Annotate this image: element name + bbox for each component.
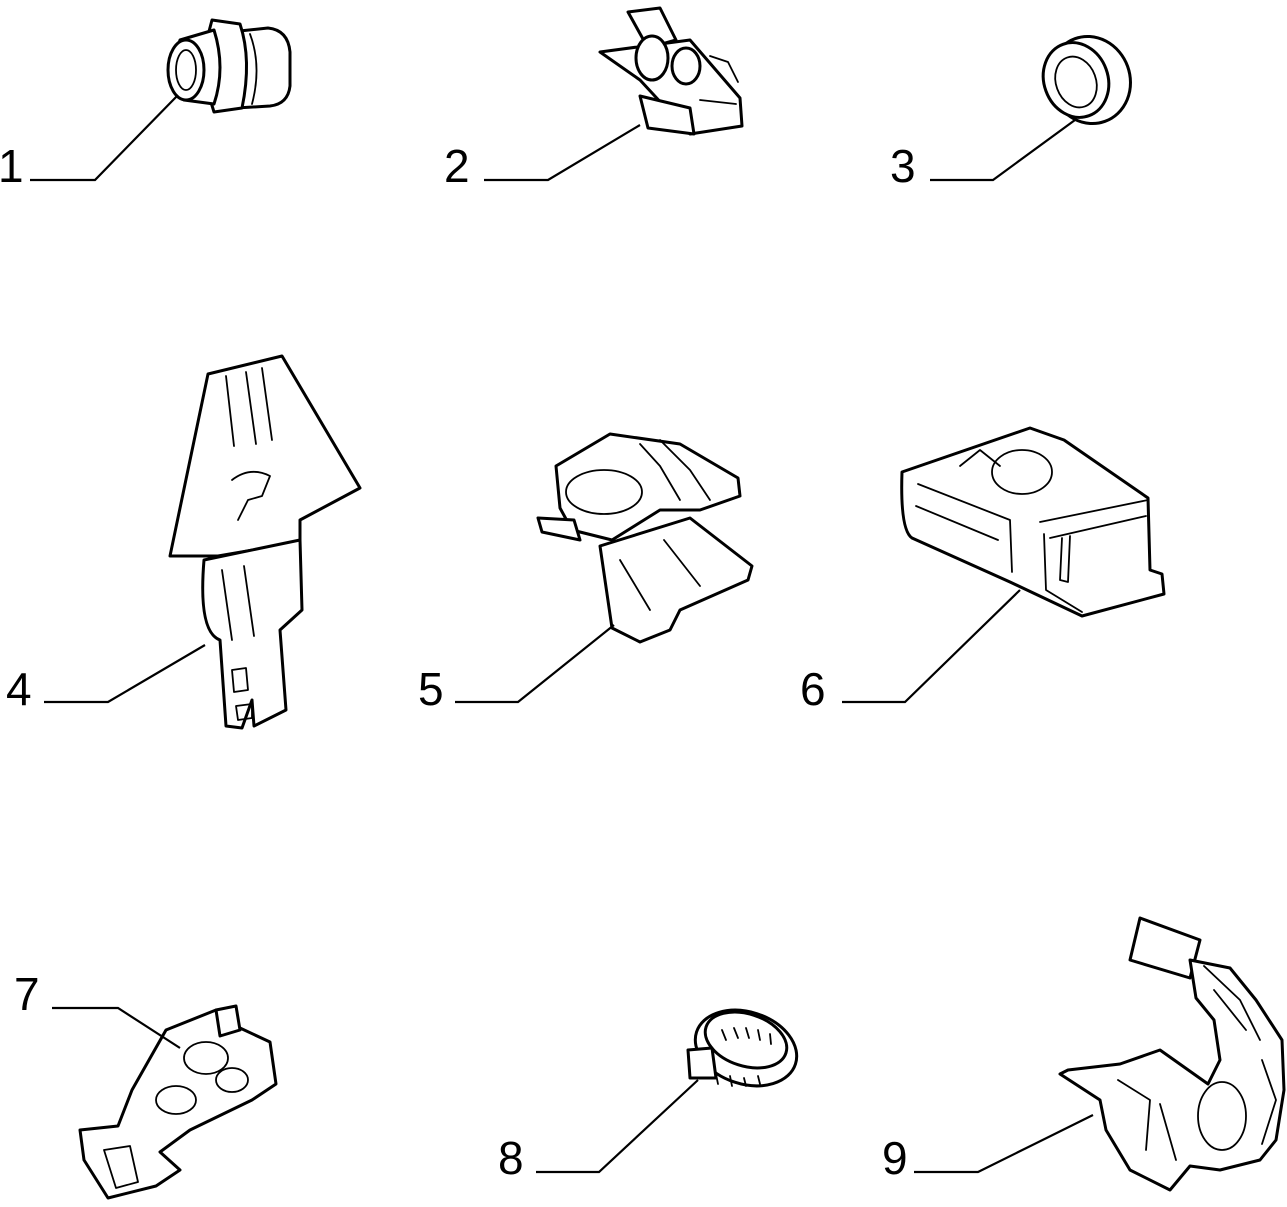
leader-line-1 (30, 94, 179, 182)
part-2[interactable]: 2 (444, 6, 744, 192)
leader-line-2 (484, 124, 641, 182)
part-4[interactable]: 6 (800, 426, 1166, 715)
triple-pipe-clip-icon (78, 1004, 278, 1200)
arrow-fastener-clip-icon (168, 354, 362, 730)
part-5[interactable]: 4 (6, 354, 362, 730)
leader-line-3 (930, 119, 1076, 182)
leader-line-6 (455, 624, 615, 704)
part-8[interactable]: 7 (14, 968, 278, 1200)
part-label-6: 5 (418, 663, 444, 715)
part-3[interactable]: 3 (890, 25, 1143, 192)
double-pipe-clip-icon (598, 6, 744, 136)
part-label-2: 2 (444, 140, 470, 192)
leader-line-5 (44, 644, 206, 704)
part-label-3: 3 (890, 140, 916, 192)
hose-clamp-icon (686, 1008, 799, 1088)
part-9[interactable]: 8 (498, 998, 807, 1184)
leader-line-9 (536, 1079, 699, 1174)
leader-line-7 (914, 1114, 1094, 1174)
round-grommet-icon (1041, 34, 1132, 126)
part-label-5: 4 (6, 663, 32, 715)
multi-pipe-holder-icon (900, 426, 1166, 618)
part-6[interactable]: 5 (418, 432, 754, 715)
part-label-1: 1 (0, 140, 24, 192)
grommet-oval-icon (166, 18, 292, 114)
hinged-pipe-clamp-icon (1058, 916, 1286, 1192)
part-label-7: 9 (882, 1132, 908, 1184)
part-1[interactable]: 1 (0, 18, 292, 192)
part-label-4: 6 (800, 663, 826, 715)
part-label-9: 8 (498, 1132, 524, 1184)
cable-clip-icon (536, 432, 754, 644)
part-7[interactable]: 9 (882, 916, 1286, 1192)
part-label-8: 7 (14, 968, 40, 1020)
leader-line-8 (52, 1006, 181, 1049)
leader-line-4 (842, 589, 1021, 704)
